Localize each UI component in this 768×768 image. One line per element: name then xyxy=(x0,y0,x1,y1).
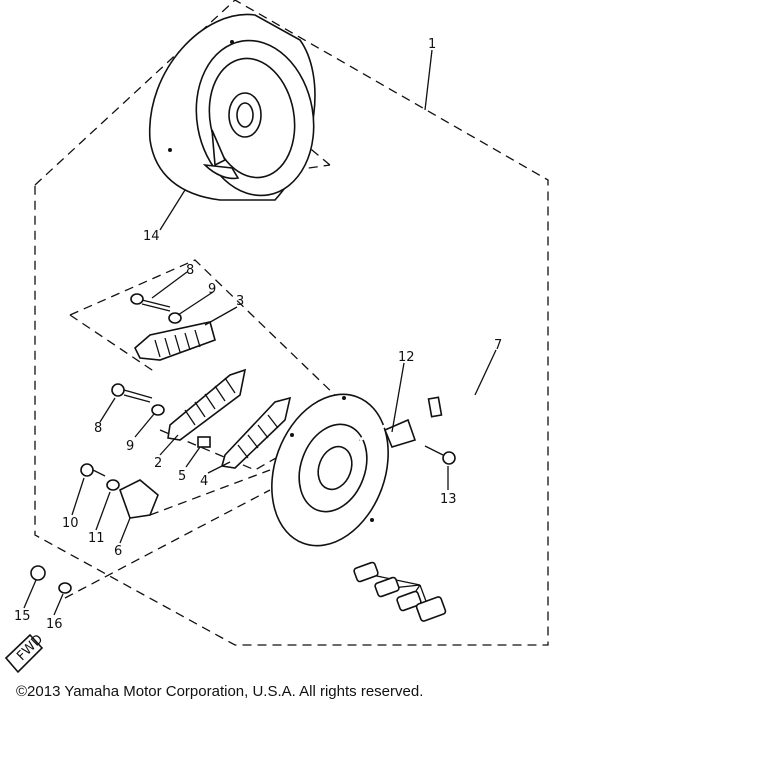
washer-16 xyxy=(58,582,72,594)
callout-7: 7 xyxy=(494,338,502,353)
leader-dash xyxy=(149,469,271,516)
callout-leaders xyxy=(23,49,497,616)
leader-dash xyxy=(69,314,156,373)
callout-9-top: 9 xyxy=(208,282,216,297)
flywheel-rotor xyxy=(149,13,316,201)
assembly-boundary xyxy=(34,0,549,646)
callout-9-mid: 9 xyxy=(126,439,134,454)
screw-10 xyxy=(80,463,94,477)
washer-9-mid xyxy=(151,404,165,416)
callout-15: 15 xyxy=(14,609,31,624)
condenser-6 xyxy=(119,479,159,519)
stator-base-plate xyxy=(271,393,389,547)
callout-11: 11 xyxy=(88,531,105,546)
screw-8-top xyxy=(130,293,171,312)
callout-5: 5 xyxy=(178,469,186,484)
callout-12: 12 xyxy=(398,350,415,365)
callout-6: 6 xyxy=(114,544,122,559)
callout-16: 16 xyxy=(46,617,63,632)
screw-10-shaft xyxy=(92,469,106,477)
pickup-coil xyxy=(134,321,216,361)
callout-8-mid: 8 xyxy=(94,421,102,436)
leader-dash xyxy=(64,489,271,599)
callout-14: 14 xyxy=(143,229,160,244)
callout-8-top: 8 xyxy=(186,263,194,278)
callout-13: 13 xyxy=(440,492,457,507)
screw-13 xyxy=(424,445,456,465)
washer-11 xyxy=(106,479,120,491)
callout-2: 2 xyxy=(154,456,162,471)
callout-3: 3 xyxy=(236,294,244,309)
washer-9-top xyxy=(168,312,182,324)
callout-numbers: 1 2 3 4 5 6 7 8 8 9 9 10 11 12 13 14 15 … xyxy=(14,37,502,632)
lead-wire-harness-7 xyxy=(353,396,518,622)
leader-dash xyxy=(159,429,291,471)
charge-coil xyxy=(167,368,247,441)
screw-8-mid xyxy=(111,383,153,403)
spacer-5 xyxy=(197,436,211,448)
screw-15 xyxy=(30,565,46,581)
copyright-notice: ©2013 Yamaha Motor Corporation, U.S.A. A… xyxy=(16,683,424,700)
stator-group-boundary xyxy=(69,259,341,401)
fwd-arrow-icon: FWD xyxy=(4,632,46,674)
callout-10: 10 xyxy=(62,516,79,531)
callout-1: 1 xyxy=(428,37,436,52)
callout-4: 4 xyxy=(200,474,208,489)
